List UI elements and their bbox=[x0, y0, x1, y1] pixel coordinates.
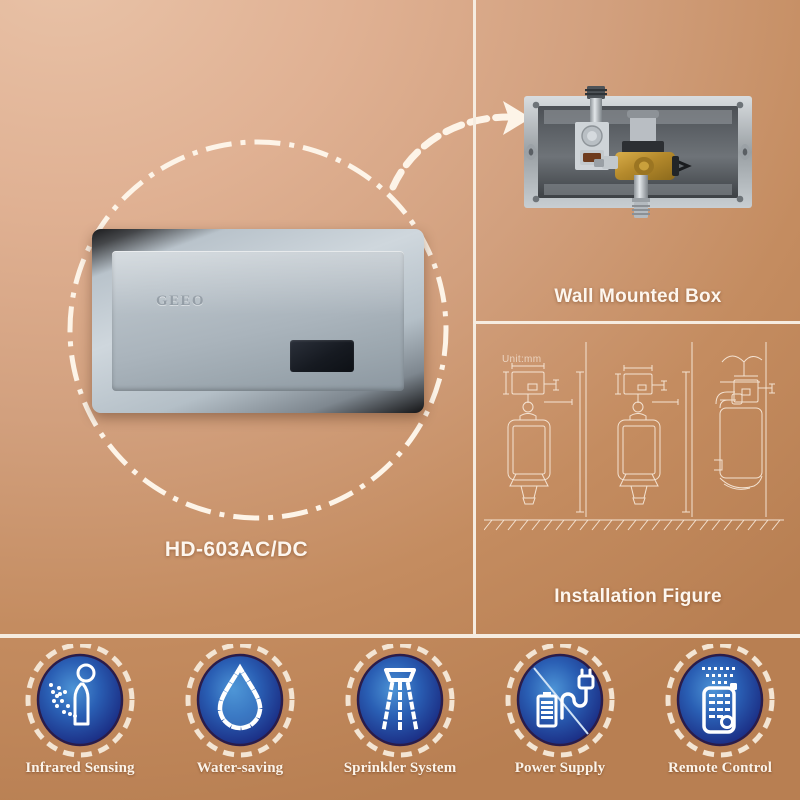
infrared-person-icon bbox=[24, 644, 136, 762]
sensor-flush-valve-product: GEEO bbox=[92, 229, 424, 413]
feature-item[interactable]: Sprinkler System bbox=[325, 644, 475, 777]
feature-strip: Infrared Sensing Water-s bbox=[0, 638, 800, 800]
feature-strip-divider bbox=[0, 634, 800, 638]
feature-item[interactable]: Infrared Sensing bbox=[5, 644, 155, 777]
highlight-circle bbox=[67, 139, 449, 521]
sprinkler-head-icon bbox=[344, 644, 456, 762]
unit-note-label: Unit:mm bbox=[502, 354, 542, 365]
feature-label: Power Supply bbox=[514, 760, 606, 776]
feature-label: Water-saving bbox=[196, 760, 284, 776]
remote-control-icon bbox=[664, 644, 776, 762]
feature-label: Remote Control bbox=[667, 760, 772, 776]
product-brand-label: GEEO bbox=[156, 293, 205, 309]
product-model-label: HD-603AC/DC bbox=[164, 538, 309, 561]
wall-mounted-box-panel: Wall Mounted Box bbox=[476, 0, 800, 321]
product-hero-panel: GEEO HD-603AC/DC bbox=[0, 0, 531, 634]
feature-label: Sprinkler System bbox=[343, 760, 457, 776]
installation-figure-title: Installation Figure bbox=[554, 586, 722, 607]
right-panel-divider bbox=[473, 321, 800, 324]
installation-diagram bbox=[484, 342, 784, 531]
water-droplet-icon bbox=[184, 644, 296, 762]
wall-mounted-box-photo bbox=[524, 86, 752, 218]
battery-plug-icon bbox=[504, 644, 616, 762]
product-face-plate: GEEO bbox=[112, 251, 404, 391]
infrared-sensor-window bbox=[290, 340, 354, 372]
installation-figure-panel: Unit:mm bbox=[476, 324, 800, 634]
feature-item[interactable]: Water-saving bbox=[165, 644, 315, 777]
feature-label: Infrared Sensing bbox=[25, 760, 135, 776]
wall-mounted-box-title: Wall Mounted Box bbox=[554, 286, 722, 307]
vertical-divider bbox=[473, 0, 476, 636]
feature-item[interactable]: Remote Control bbox=[645, 644, 795, 777]
callout-arrow-icon bbox=[389, 101, 531, 191]
feature-item[interactable]: Power Supply bbox=[485, 644, 635, 777]
